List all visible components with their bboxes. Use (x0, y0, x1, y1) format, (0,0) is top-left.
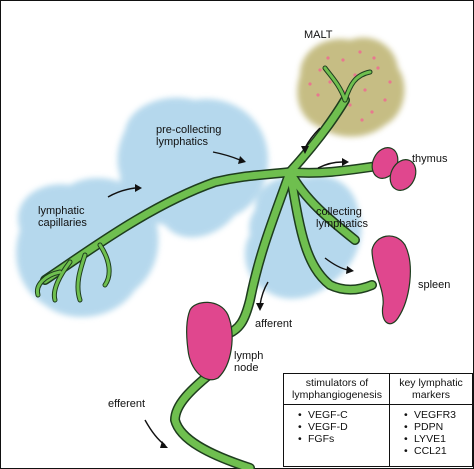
marker-item: CCL21 (404, 445, 472, 457)
thymus-organ (371, 147, 417, 191)
stimulator-item: VEGF-C (298, 409, 390, 421)
markers-box: key lymphatic markers VEGFR3 PDPN LYVE1 … (389, 373, 473, 467)
thymus-label: thymus (412, 153, 448, 165)
arrow-heads (135, 146, 354, 448)
arrow-thymus (317, 161, 343, 169)
stimulators-title: stimulators of lymphangiogenesis (292, 377, 382, 401)
tissue-cloud-middle (117, 97, 269, 238)
organs (186, 147, 417, 381)
lymph-node-label: lymph node (234, 350, 264, 374)
afferent-label: afferent (255, 318, 293, 330)
marker-item: PDPN (404, 421, 472, 433)
arrow-pre-collecting (212, 151, 241, 161)
lymphatic-capillaries-label: lymphatic capillaries (38, 205, 87, 229)
pre-collecting-lymphatics-label: pre-collecting lymphatics (156, 124, 222, 148)
stimulator-item: VEGF-D (298, 421, 390, 433)
marker-item: LYVE1 (404, 433, 472, 445)
stimulator-item: FGFs (298, 433, 390, 445)
arrow-spleen (324, 257, 349, 271)
stimulators-list: VEGF-C VEGF-D FGFs (284, 404, 390, 445)
arrow-capillaries (107, 187, 136, 198)
spleen-label: spleen (418, 279, 451, 291)
marker-item: VEGFR3 (404, 409, 472, 421)
lymph-node-organ (186, 301, 233, 381)
spleen-organ (371, 235, 411, 325)
markers-list: VEGFR3 PDPN LYVE1 CCL21 (390, 404, 472, 457)
markers-title: key lymphatic markers (399, 377, 463, 401)
stimulators-box: stimulators of lymphangiogenesis VEGF-C … (283, 373, 391, 467)
arrow-afferent (259, 281, 269, 306)
efferent-label: efferent (108, 398, 146, 410)
malt-label: MALT (304, 29, 333, 41)
collecting-lymphatics-label: collecting lymphatics (316, 206, 368, 230)
